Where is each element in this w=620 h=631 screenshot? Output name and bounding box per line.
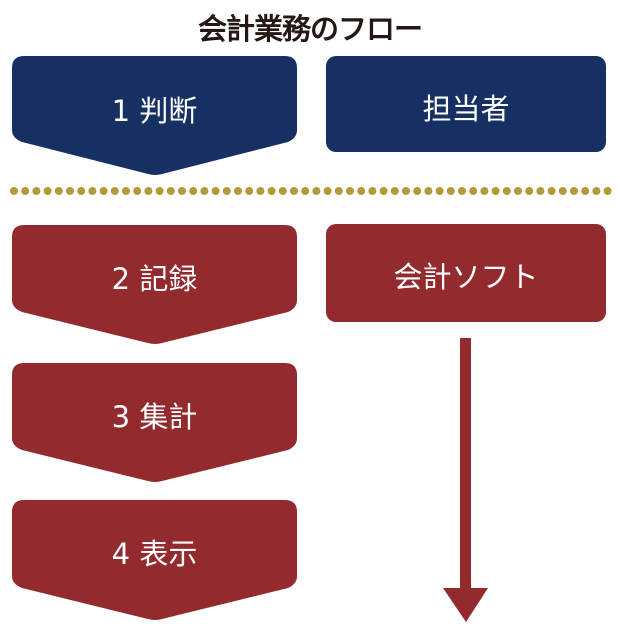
separator-dot (178, 187, 186, 195)
separator-dot (122, 187, 130, 195)
flow-arrow-head (443, 588, 488, 622)
separator-dot (10, 187, 18, 195)
separator-dot (32, 187, 41, 195)
actor-person-label: 担当者 (422, 92, 510, 126)
actor-software-box (326, 224, 606, 322)
separator-dot (301, 187, 310, 195)
separator-dotted-line (10, 187, 612, 195)
step-3-label: 3 集計 (111, 400, 198, 434)
separator-dot (514, 187, 522, 195)
separator-dot (256, 187, 265, 195)
separator-dot (211, 187, 220, 195)
separator-dot (245, 187, 254, 195)
separator-dot (88, 187, 97, 195)
separator-dot (368, 187, 377, 195)
actor-person-box (326, 56, 606, 152)
separator-dot (558, 187, 567, 195)
step-1-label: 1 判断 (111, 94, 198, 128)
separator-dot (290, 187, 298, 195)
separator-dot (469, 187, 478, 195)
separator-dot (155, 187, 164, 195)
separator-dot (200, 187, 209, 195)
separator-dot (278, 187, 287, 195)
separator-dot (480, 187, 489, 195)
separator-dot (166, 187, 175, 195)
separator-dot (312, 187, 321, 195)
separator-dot (189, 187, 198, 195)
separator-dot (413, 187, 422, 195)
step-1-chevron (12, 56, 297, 175)
separator-dot (133, 187, 142, 195)
separator-dot (323, 187, 332, 195)
separator-dot (234, 187, 242, 195)
step-2-chevron (12, 225, 297, 344)
step-4-label: 4 表示 (111, 537, 198, 571)
separator-dot (43, 187, 52, 195)
separator-dot (390, 187, 399, 195)
separator-dot (21, 187, 30, 195)
separator-dot (402, 187, 410, 195)
separator-dot (346, 187, 354, 195)
actor-software-label: 会計ソフト (393, 260, 539, 294)
separator-dot (424, 187, 433, 195)
separator-dot (435, 187, 444, 195)
separator-dot (222, 187, 231, 195)
separator-dot (592, 187, 601, 195)
separator-dot (379, 187, 388, 195)
separator-dot (525, 187, 534, 195)
step-2-label: 2 記録 (111, 262, 198, 296)
separator-dot (357, 187, 366, 195)
separator-dot (570, 187, 578, 195)
separator-dot (99, 187, 108, 195)
step-4-chevron (12, 500, 297, 620)
separator-dot (502, 187, 511, 195)
separator-dot (77, 187, 86, 195)
separator-dot (458, 187, 466, 195)
step-3-chevron (12, 363, 297, 482)
separator-dot (54, 187, 63, 195)
separator-dot (603, 187, 612, 195)
separator-dot (144, 187, 153, 195)
separator-dot (110, 187, 119, 195)
separator-dot (267, 187, 276, 195)
separator-dot (547, 187, 556, 195)
separator-dot (581, 187, 590, 195)
separator-dot (446, 187, 455, 195)
separator-dot (536, 187, 545, 195)
separator-dot (491, 187, 500, 195)
separator-dot (66, 187, 74, 195)
diagram-title: 会計業務のフロー (197, 12, 423, 46)
separator-dot (334, 187, 343, 195)
flow-arrow-shaft (460, 338, 471, 592)
